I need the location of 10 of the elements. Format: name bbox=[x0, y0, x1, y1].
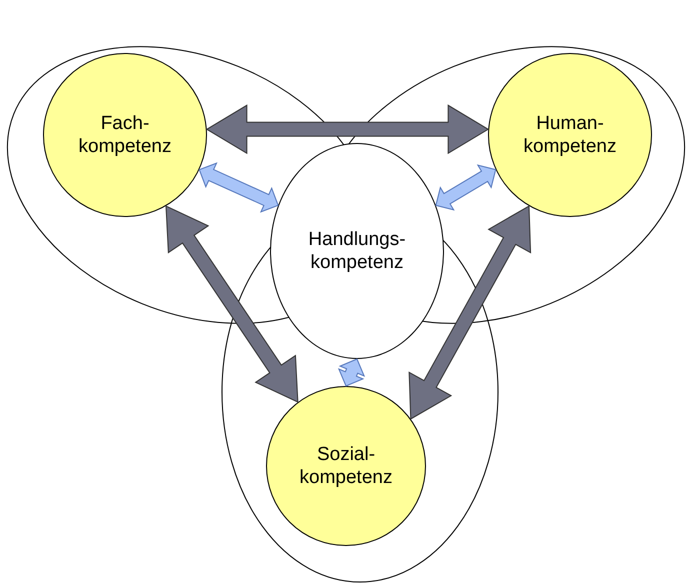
competence-label: Human- kompetenz bbox=[522, 112, 618, 158]
double-arrow bbox=[408, 205, 532, 420]
double-arrow bbox=[206, 104, 490, 154]
double-arrow bbox=[198, 162, 279, 213]
double-arrow bbox=[435, 164, 496, 211]
competence-label: Fach- kompetenz bbox=[78, 112, 172, 158]
competence-label: Handlungs- kompetenz bbox=[307, 228, 407, 274]
double-arrow bbox=[165, 205, 298, 403]
competence-label: Sozial- kompetenz bbox=[298, 443, 394, 489]
double-arrow bbox=[338, 358, 366, 387]
